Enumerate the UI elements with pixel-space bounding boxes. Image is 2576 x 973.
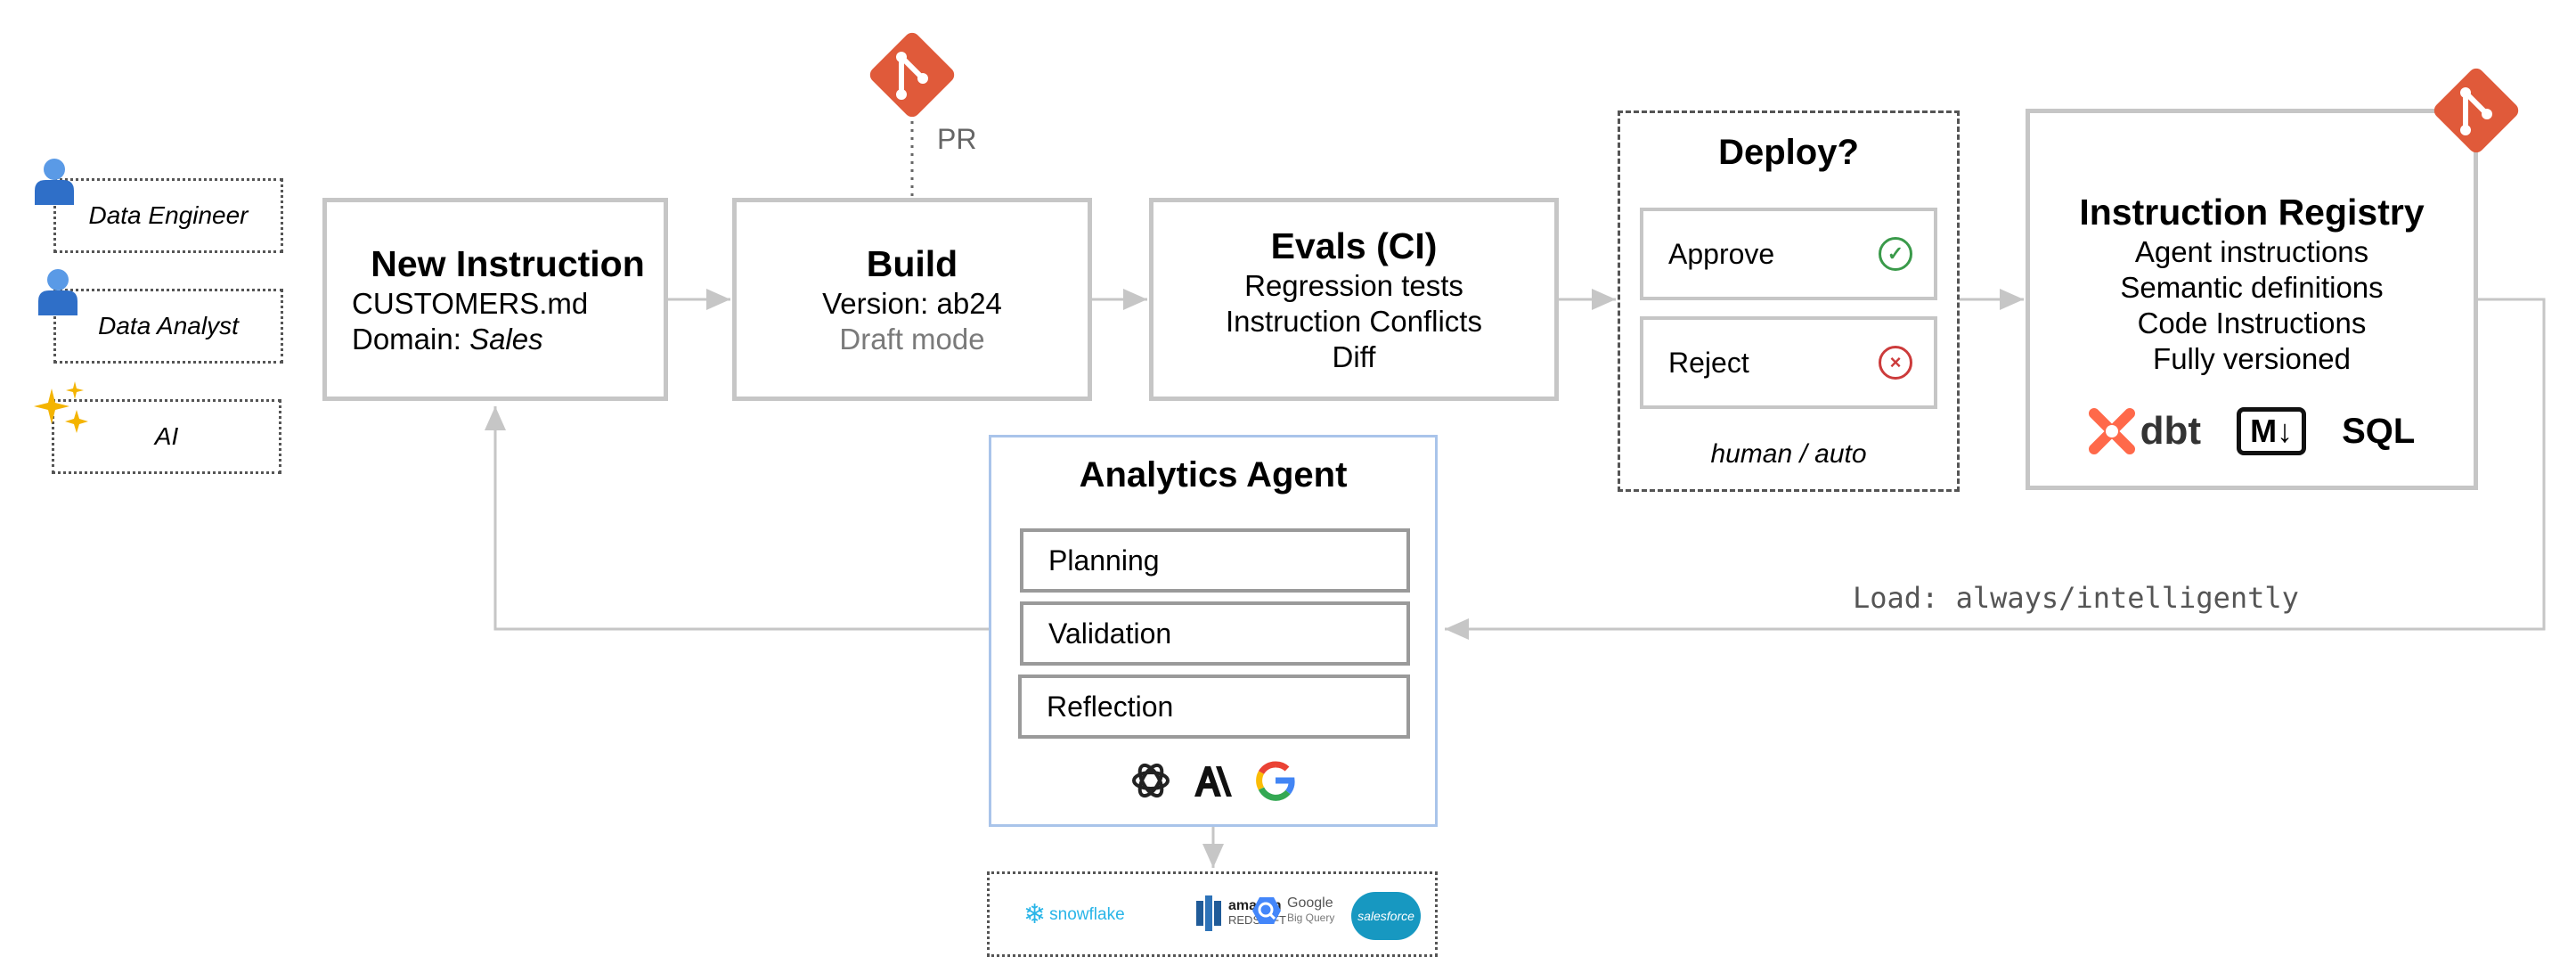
build-title: Build (866, 243, 958, 284)
load-label: Load: always/intelligently (1853, 581, 2299, 615)
x-circle-icon: × (1879, 346, 1912, 380)
agent-item-planning: Planning (1020, 528, 1410, 593)
evals-line: Diff (1332, 340, 1376, 373)
actor-box: Data Analyst (53, 289, 283, 364)
agent-item-label: Reflection (1047, 690, 1174, 723)
model-icons (991, 760, 1435, 801)
deploy-box: Deploy? Approve ✓ Reject × human / auto (1618, 110, 1960, 492)
evals-box: Evals (CI) Regression tests Instruction … (1149, 198, 1559, 401)
check-circle-icon: ✓ (1879, 237, 1912, 271)
domain-label: Domain: (352, 323, 470, 356)
actor-box: Data Engineer (53, 178, 283, 253)
actor-box: AI (52, 399, 281, 474)
snowflake-logo: ❄ snowflake (1023, 899, 1125, 930)
google-icon (1256, 761, 1295, 801)
new-instruction-box: New Instruction CUSTOMERS.md Domain: Sal… (322, 198, 668, 401)
actor-label: Data Analyst (98, 312, 239, 339)
person-icon (35, 159, 74, 205)
sparkles-icon (34, 381, 88, 433)
person-icon (38, 269, 77, 315)
git-icon (2433, 68, 2519, 153)
salesforce-text: salesforce (1357, 909, 1414, 923)
registry-line: Agent instructions (2134, 235, 2369, 268)
instruction-domain: Domain: Sales (352, 322, 543, 357)
openai-icon (1132, 763, 1170, 798)
build-mode: Draft mode (839, 323, 985, 356)
bigquery-icon (1252, 897, 1281, 924)
approve-button[interactable]: Approve ✓ (1640, 208, 1937, 300)
deploy-title: Deploy? (1718, 133, 1859, 172)
pr-label: PR (937, 123, 977, 155)
analytics-agent-box: Analytics Agent Planning Validation Refl… (989, 435, 1438, 827)
dbt-logo: dbt (2088, 408, 2202, 454)
registry-box: Instruction Registry Agent instructions … (2026, 109, 2478, 490)
agent-item-validation: Validation (1020, 601, 1410, 666)
bigquery-text-bottom: Big Query (1287, 912, 1335, 924)
git-icon (869, 32, 955, 118)
build-version: Version: ab24 (822, 287, 1002, 320)
registry-line: Code Instructions (2137, 307, 2367, 339)
domain-value: Sales (469, 323, 543, 356)
salesforce-logo: salesforce (1351, 892, 1421, 940)
registry-line: Semantic definitions (2120, 271, 2384, 304)
agent-item-label: Validation (1048, 617, 1172, 650)
reject-button[interactable]: Reject × (1640, 316, 1937, 409)
agent-item-reflection: Reflection (1018, 675, 1410, 739)
reject-label: Reject (1668, 346, 1749, 379)
evals-line: Instruction Conflicts (1226, 305, 1482, 338)
deploy-mode: human / auto (1710, 439, 1867, 469)
arrow-agent-to-instruction (485, 406, 989, 631)
evals-line: Regression tests (1244, 269, 1463, 302)
registry-title: Instruction Registry (2079, 192, 2425, 233)
bigquery-text-top: Google (1287, 895, 1333, 911)
actor-label: AI (154, 422, 179, 450)
arrow-registry-to-agent (1445, 298, 2546, 640)
build-box: Build Version: ab24 Draft mode (732, 198, 1092, 401)
new-instruction-title: New Instruction (371, 243, 645, 284)
snowflake-text: snowflake (1049, 904, 1125, 924)
snowflake-icon: ❄ (1023, 900, 1047, 929)
redshift-icon (1196, 895, 1221, 931)
agent-title: Analytics Agent (1079, 455, 1348, 495)
markdown-logo: M↓ (2237, 407, 2307, 455)
evals-title: Evals (CI) (1270, 225, 1438, 266)
data-sources-box: ❄ snowflake amazon REDSHIFT Google Big (987, 871, 1438, 957)
bigquery-logo: Google Big Query (1251, 895, 1334, 926)
actor-label: Data Engineer (88, 201, 249, 229)
registry-logos: dbt M↓ SQL (2088, 407, 2416, 455)
dbt-icon (2088, 408, 2135, 454)
dbt-text: dbt (2140, 409, 2202, 453)
bigquery-text: Google Big Query (1287, 896, 1334, 925)
agent-item-label: Planning (1048, 544, 1160, 576)
instruction-file: CUSTOMERS.md (352, 287, 589, 320)
approve-label: Approve (1668, 237, 1775, 270)
anthropic-icon (1194, 766, 1232, 797)
sql-logo: SQL (2342, 412, 2416, 451)
registry-line: Fully versioned (2153, 342, 2351, 375)
